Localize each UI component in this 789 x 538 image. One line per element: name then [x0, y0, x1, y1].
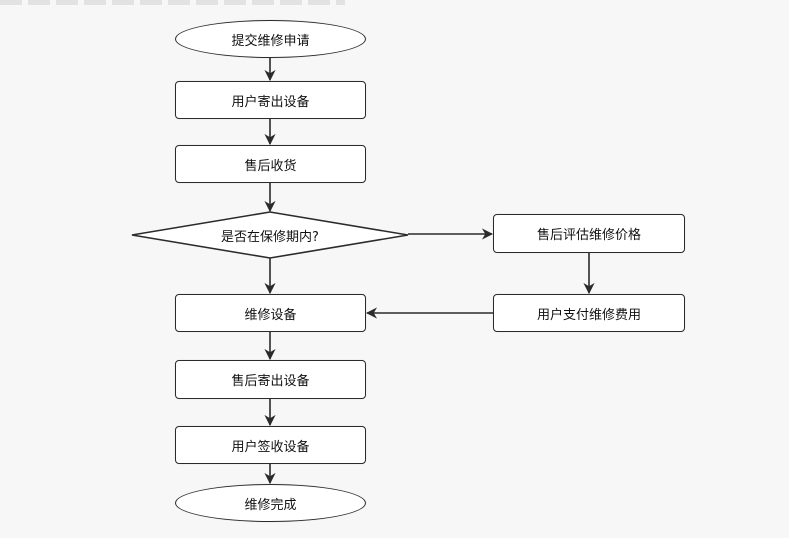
evaluate-price-label: 售后评估维修价格: [536, 228, 641, 243]
repair-device-label: 维修设备: [244, 307, 297, 323]
decision-diamond: [131, 211, 409, 259]
user-pay-label: 用户支付维修费用: [536, 307, 641, 323]
receive-goods-label: 售后收货: [244, 158, 297, 174]
end-label: 维修完成: [244, 497, 297, 513]
evaluate-price-step: 售后评估维修价格: [493, 214, 685, 253]
user-pay-step: 用户支付维修费用: [493, 294, 685, 332]
warranty-decision: 是否在保修期内?: [132, 212, 408, 258]
return-ship-label: 售后寄出设备: [231, 374, 310, 389]
user-sign-step: 用户签收设备: [175, 426, 366, 464]
user-sign-label: 用户签收设备: [231, 439, 310, 455]
return-ship-step: 售后寄出设备: [175, 360, 366, 399]
warranty-decision-label: 是否在保修期内?: [221, 229, 319, 245]
user-ship-device-step: 用户寄出设备: [175, 81, 366, 119]
start-node: 提交维修申请: [175, 20, 366, 58]
user-ship-device-label: 用户寄出设备: [231, 94, 310, 110]
receive-goods-step: 售后收货: [175, 145, 366, 183]
end-node: 维修完成: [175, 484, 366, 522]
repair-device-step: 维修设备: [175, 294, 366, 332]
top-edge-artifact: [0, 0, 345, 5]
start-label: 提交维修申请: [231, 33, 310, 49]
